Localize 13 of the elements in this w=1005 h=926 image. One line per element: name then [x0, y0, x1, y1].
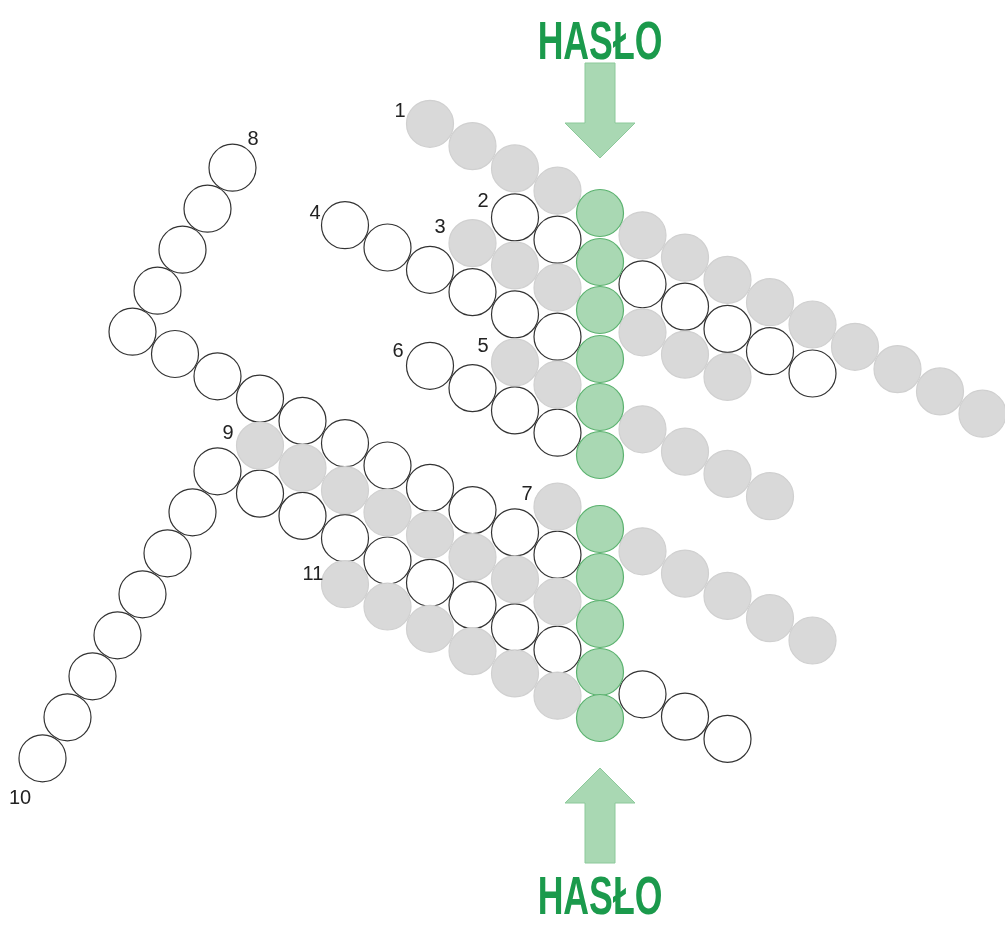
clue-number: 3: [434, 216, 446, 236]
clue-number: 8: [247, 128, 259, 148]
clue-number: 11: [302, 563, 324, 583]
clue-number: 4: [309, 202, 321, 222]
clue-number: 2: [477, 190, 489, 210]
clue-number: 1: [394, 100, 406, 120]
solution-heading: HASŁO: [537, 868, 663, 922]
clue-number: 10: [8, 787, 32, 807]
solution-heading: HASŁO: [537, 13, 663, 67]
clue-number: 5: [477, 335, 489, 355]
clue-number: 9: [222, 422, 234, 442]
clue-number: 6: [392, 340, 404, 360]
clue-number: 7: [521, 483, 533, 503]
